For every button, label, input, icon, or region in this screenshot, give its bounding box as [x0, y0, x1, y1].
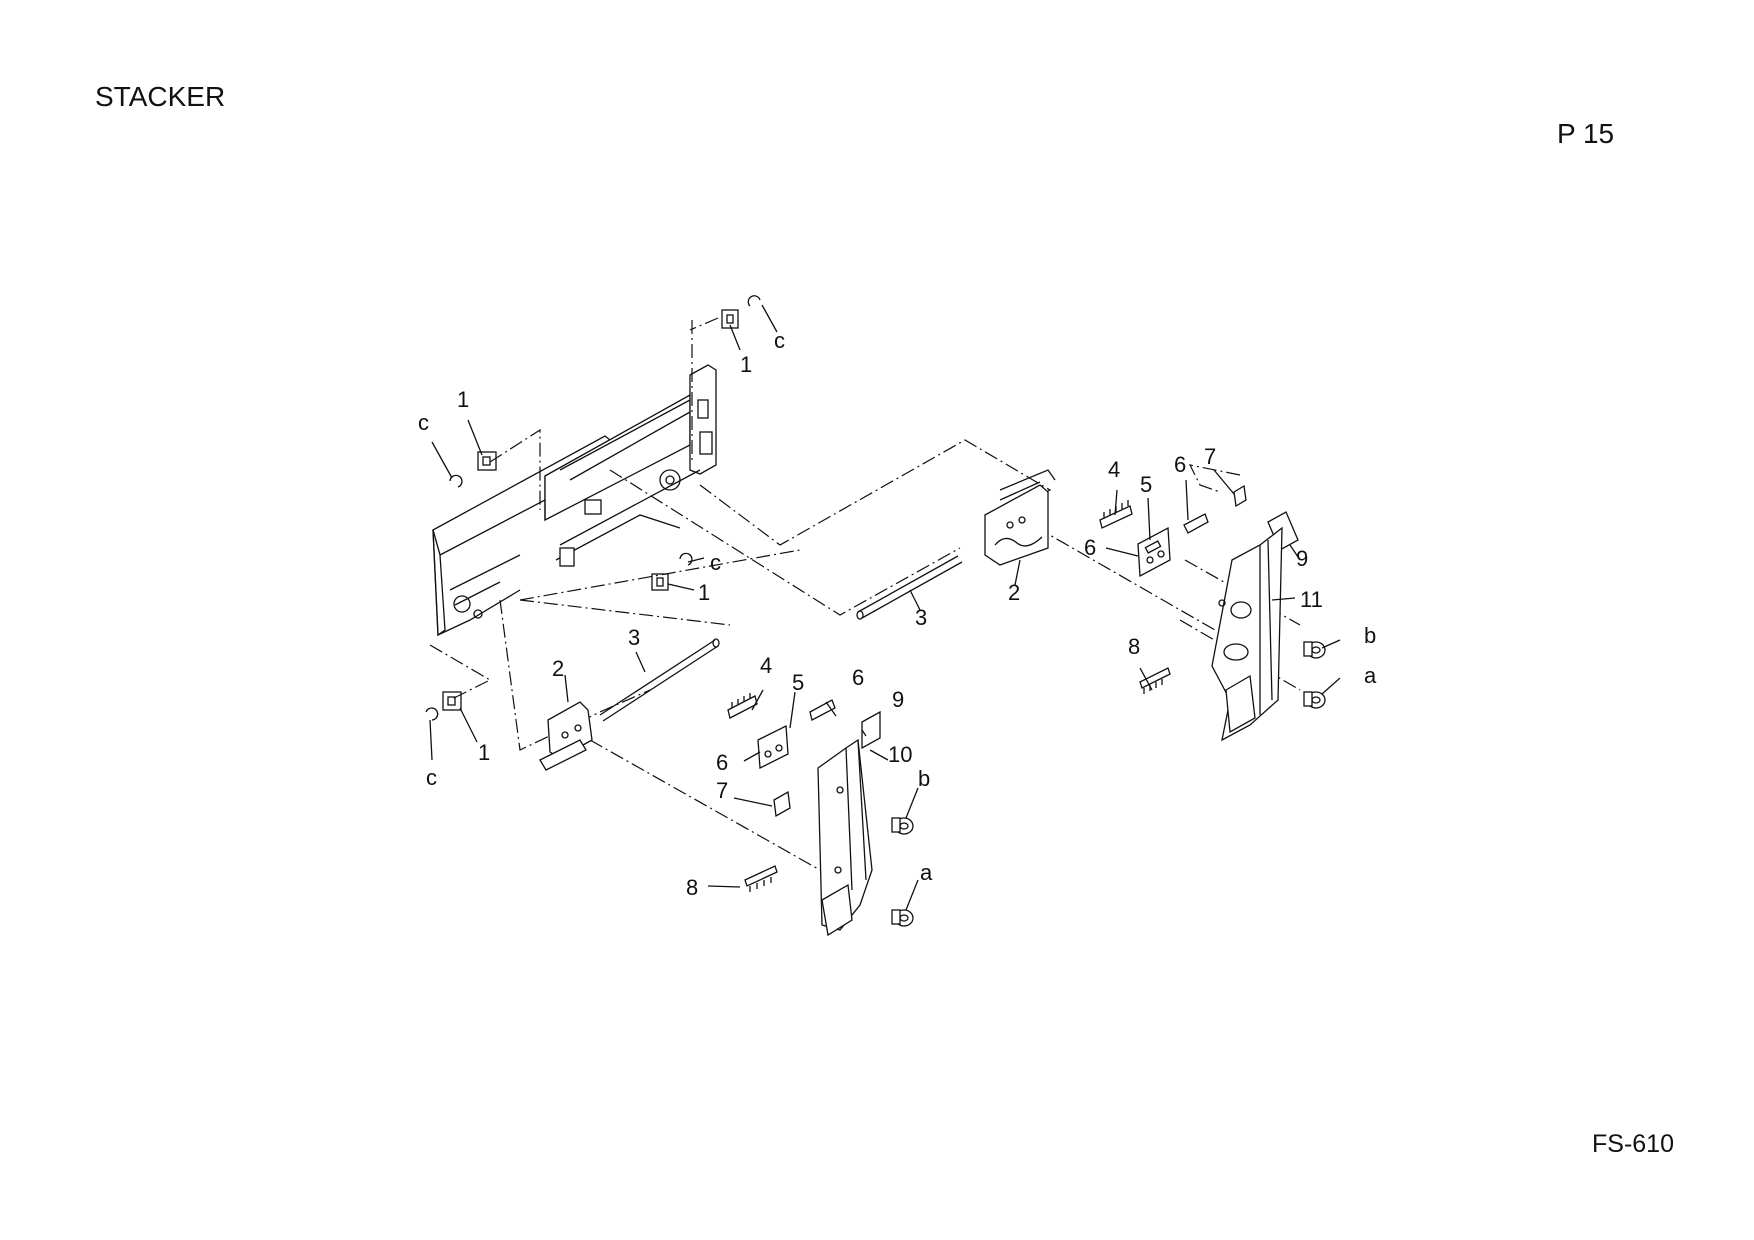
- guide-right-11: [1211, 526, 1283, 742]
- bushing-lower-left: [442, 691, 462, 711]
- callout-3-right: 3: [915, 605, 927, 630]
- stacker-frame: [432, 364, 717, 637]
- callout-labels: 1 c 1 c c 1 1 c 2 3 4 5 6 7 6 9 11 b a 8…: [418, 328, 1377, 900]
- shaft-right: [856, 555, 963, 620]
- bushing-top: [721, 309, 739, 329]
- callout-4-left: 4: [760, 653, 772, 678]
- callout-6-left-low: 6: [716, 750, 728, 775]
- callout-11-right: 11: [1300, 587, 1323, 612]
- plate-left-5: [757, 724, 789, 770]
- callout-8-left: 8: [686, 875, 698, 900]
- callout-1-middle: 1: [698, 580, 710, 605]
- callout-c-upper-left: c: [418, 410, 429, 435]
- screw-right-b: [1303, 641, 1326, 659]
- callout-2-left: 2: [552, 656, 564, 681]
- screw-right-a: [1303, 691, 1326, 709]
- callout-1-lower-left: 1: [478, 740, 490, 765]
- e-ring-middle: [679, 552, 693, 566]
- section-title: STACKER: [95, 81, 226, 112]
- screw-left-a: [891, 909, 914, 927]
- callout-6-right-left: 6: [1084, 535, 1096, 560]
- callout-9-left: 9: [892, 687, 904, 712]
- e-ring-lower-left: [425, 707, 439, 721]
- pad-left-9: [861, 710, 881, 750]
- bushing-upper-left: [477, 451, 497, 471]
- callout-6-left-top: 6: [852, 665, 864, 690]
- pad-right-6: [1183, 513, 1209, 534]
- callout-a-left: a: [920, 860, 933, 885]
- callout-c-top: c: [774, 328, 785, 353]
- callout-c-lower-left: c: [426, 765, 437, 790]
- bushing-middle: [651, 573, 669, 591]
- e-ring-upper-left: [449, 474, 463, 488]
- callout-8-right: 8: [1128, 634, 1140, 659]
- callout-6-right-top: 6: [1174, 452, 1186, 477]
- bracket-left: [539, 701, 593, 771]
- leader-lines: [429, 304, 1341, 911]
- callout-2-right: 2: [1008, 580, 1020, 605]
- e-ring-top: [747, 295, 761, 307]
- guide-left-10: [817, 738, 873, 937]
- callout-a-right: a: [1364, 663, 1377, 688]
- callout-7-left: 7: [716, 778, 728, 803]
- callout-5-right: 5: [1140, 472, 1152, 497]
- brush-left-8: [744, 865, 778, 892]
- model-number: FS-610: [1592, 1130, 1674, 1158]
- plate-right-5: [1137, 526, 1171, 578]
- callout-10-left: 10: [888, 742, 912, 767]
- assembly-lines: [429, 317, 1301, 871]
- sheet-right-7: [1233, 484, 1247, 508]
- callout-7-right: 7: [1204, 444, 1216, 469]
- callout-1-top: 1: [740, 352, 752, 377]
- callout-5-left: 5: [792, 670, 804, 695]
- callout-4-right: 4: [1108, 457, 1120, 482]
- brush-right-8: [1139, 667, 1171, 694]
- sheet-left-7: [773, 790, 791, 818]
- brush-left-4: [727, 693, 758, 719]
- callout-9-right: 9: [1296, 546, 1308, 571]
- callout-1-upper-left: 1: [457, 387, 469, 412]
- bracket-right: [984, 469, 1056, 566]
- callout-b-left: b: [918, 766, 930, 791]
- callout-b-right: b: [1364, 623, 1376, 648]
- callout-c-middle: c: [710, 550, 721, 575]
- page-number: P 15: [1557, 118, 1615, 149]
- screw-left-b: [891, 817, 914, 835]
- shaft-left: [599, 638, 720, 722]
- callout-3-left: 3: [628, 625, 640, 650]
